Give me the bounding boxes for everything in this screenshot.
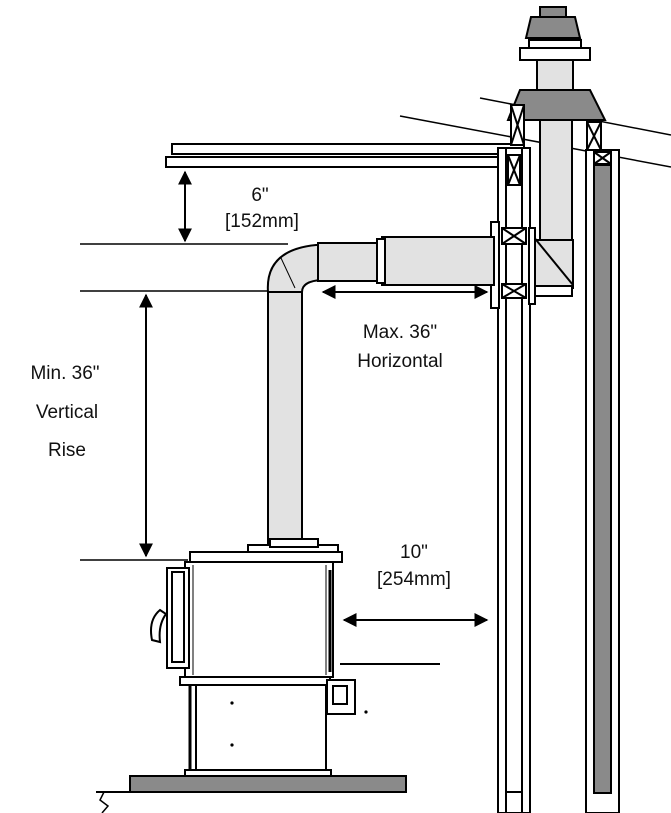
hearth [96,775,407,813]
label-vertical-word: Vertical [36,402,98,423]
label-ceiling-clearance-metric: [152mm] [225,211,299,232]
label-horizontal-word: Horizontal [357,351,443,372]
label-horizontal-max: Max. 36" [363,322,437,343]
roof-framing [510,104,602,151]
label-ceiling-clearance: 6" [251,185,268,206]
label-wall-clearance-metric: [254mm] [377,569,451,590]
wall-left [497,147,531,813]
wood-stove [150,538,440,778]
label-wall-clearance: 10" [400,542,428,563]
stovepipe [266,236,495,546]
ceiling [165,143,525,168]
label-vertical-min: Min. 36" [30,363,99,384]
wall-right [585,149,620,813]
dimension-arrows [139,170,489,627]
reference-lines [80,243,288,561]
label-rise-word: Rise [48,440,86,461]
